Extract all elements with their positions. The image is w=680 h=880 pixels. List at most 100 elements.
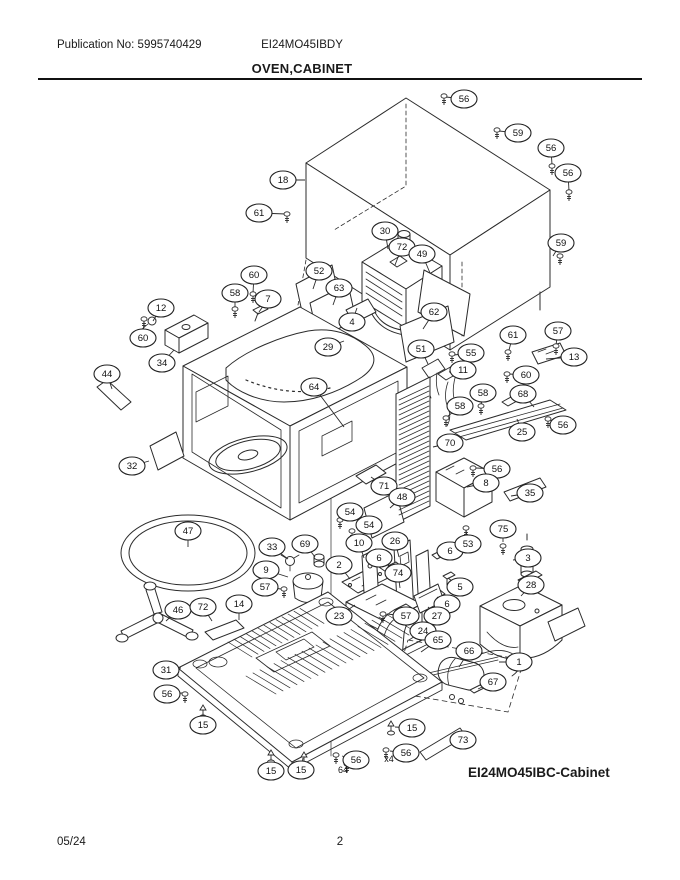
model-number: EI24MO45IBDY — [261, 39, 343, 51]
callout-number: 56 — [401, 748, 412, 759]
callout-61: 61 — [245, 203, 273, 223]
callout-number: 29 — [323, 342, 334, 353]
callout-26: 26 — [381, 531, 409, 551]
callout-number: 64 — [309, 382, 320, 393]
clip-7-part — [252, 304, 269, 322]
callout-number: 28 — [526, 580, 537, 591]
roller-ring-part — [115, 581, 199, 643]
callout-59: 59 — [504, 123, 532, 143]
callout-35: 35 — [516, 483, 544, 503]
screw-icon — [181, 691, 189, 703]
callout-number: 7 — [265, 294, 270, 305]
callout-number: 15 — [407, 723, 418, 734]
callout-49: 49 — [408, 244, 436, 264]
callout-31: 31 — [152, 660, 180, 680]
vent-slat-line — [239, 636, 265, 652]
vent-slat-line — [301, 650, 333, 670]
callout-number: 15 — [266, 766, 277, 777]
glass-tray-part — [120, 514, 256, 592]
vent-slat-line — [259, 669, 291, 689]
callout-75: 75 — [489, 519, 517, 539]
foot-icon — [387, 720, 395, 736]
callout-5: 5 — [446, 577, 474, 597]
callout-8: 8 — [472, 473, 500, 493]
screw-icon — [382, 747, 390, 759]
callout-number: 72 — [397, 242, 408, 253]
bushing-69-part — [313, 553, 325, 568]
shaft-72-part — [204, 619, 245, 641]
callout-56: 56 — [450, 89, 478, 109]
callout-12: 12 — [147, 298, 175, 318]
callout-number: 74 — [393, 568, 404, 579]
callout-number: 56 — [492, 464, 503, 475]
callout-30: 30 — [371, 221, 399, 241]
callout-54: 54 — [336, 502, 364, 522]
vent-slat-line — [398, 460, 430, 476]
vent-slat-line — [315, 644, 347, 664]
callout-64: 64 — [300, 377, 328, 397]
panel-44-part — [96, 379, 132, 411]
vent-slat-line — [329, 638, 361, 658]
callout-number: 6 — [376, 553, 381, 564]
callout-number: 55 — [466, 348, 477, 359]
callout-number: 23 — [334, 611, 345, 622]
callout-74: 74 — [384, 563, 412, 583]
part-text-label: x4 — [384, 754, 394, 764]
callout-56: 56 — [342, 750, 370, 770]
callout-number: 4 — [349, 317, 354, 328]
callout-71: 71 — [370, 476, 398, 496]
vent-slat-line — [398, 455, 430, 471]
callout-number: 3 — [525, 553, 530, 564]
callout-number: 14 — [234, 599, 245, 610]
callout-number: 35 — [525, 488, 536, 499]
part-text-label: 64 — [338, 765, 348, 775]
callout-58: 58 — [446, 396, 474, 416]
screw-icon — [440, 93, 448, 105]
callout-56: 56 — [153, 684, 181, 704]
callout-63: 63 — [325, 278, 353, 298]
callout-13: 13 — [560, 347, 588, 367]
callout-number: 57 — [260, 582, 271, 593]
callout-68: 68 — [509, 384, 537, 404]
screw-icon — [332, 752, 340, 764]
vent-slat-line — [257, 627, 283, 644]
screw-icon — [283, 211, 291, 223]
vent-slat-line — [398, 410, 430, 426]
callout-number: 2 — [336, 560, 341, 571]
callout-number: 48 — [397, 492, 408, 503]
callout-58: 58 — [221, 283, 249, 303]
publication-number: Publication No: 5995740429 — [57, 39, 202, 51]
callout-number: 11 — [458, 365, 468, 376]
callout-number: 59 — [513, 128, 524, 139]
callout-number: 44 — [102, 369, 113, 380]
callout-55: 55 — [457, 343, 485, 363]
vent-slat-line — [336, 635, 368, 655]
vent-slat-line — [398, 440, 430, 456]
callout-number: 49 — [417, 249, 428, 260]
callout-61: 61 — [499, 325, 527, 345]
callout-6: 6 — [365, 548, 393, 568]
callout-number: 62 — [429, 307, 440, 318]
callout-56: 56 — [483, 459, 511, 479]
callout-66: 66 — [455, 641, 483, 661]
callout-number: 30 — [380, 226, 391, 237]
vent-slat-line — [233, 638, 259, 655]
callout-60: 60 — [240, 265, 268, 285]
callout-number: 59 — [556, 238, 567, 249]
vent-slat-line — [275, 619, 301, 635]
screw-icon — [442, 415, 450, 427]
callout-number: 61 — [508, 330, 519, 341]
callout-number: 33 — [267, 542, 278, 553]
vent-slat-line — [398, 425, 430, 441]
callout-7: 7 — [254, 289, 282, 309]
callout-number: 66 — [464, 646, 475, 657]
callout-number: 68 — [518, 389, 529, 400]
screw-icon — [556, 253, 564, 265]
screw-icon — [503, 371, 511, 383]
callout-number: 6 — [447, 546, 452, 557]
callout-number: 52 — [314, 266, 325, 277]
callout-9: 9 — [252, 560, 280, 580]
vent-slat-line — [293, 610, 319, 627]
callout-number: 15 — [296, 765, 307, 776]
